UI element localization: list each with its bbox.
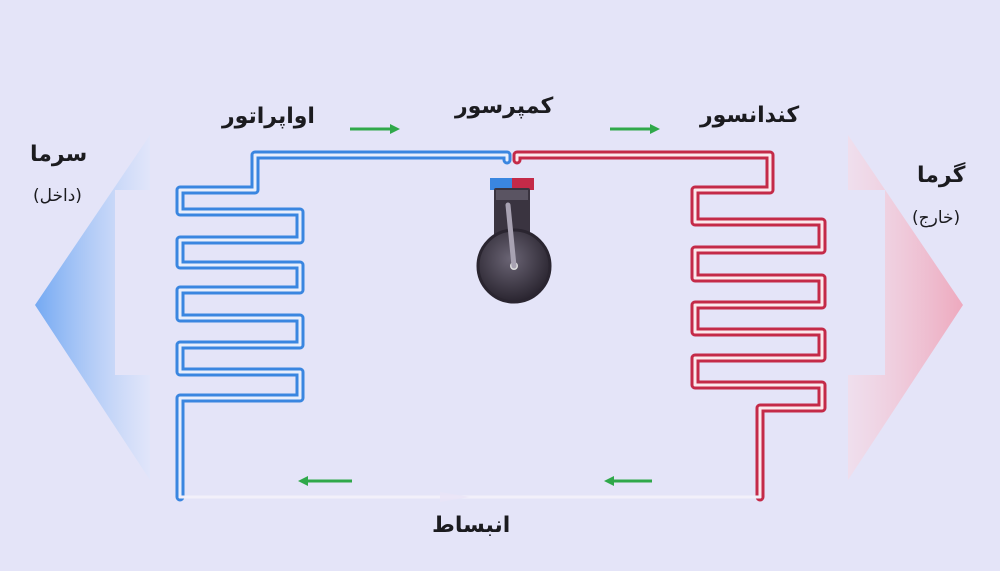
heat-label: گرما xyxy=(917,163,966,188)
flow-arrow-bottom-left xyxy=(298,476,352,486)
evaporator-coil xyxy=(175,150,512,502)
cold-label: سرما xyxy=(30,142,88,167)
heat-direction-arrow xyxy=(848,135,963,480)
compressor-label: کمپرسور xyxy=(455,94,554,119)
expansion-valve xyxy=(440,492,470,502)
flow-arrow-top-left xyxy=(350,124,400,134)
expansion-pipe xyxy=(175,492,765,502)
flow-arrow-bottom-right xyxy=(604,476,652,486)
cold-direction-arrow xyxy=(35,135,150,480)
condenser-coil xyxy=(512,150,827,502)
compressor-icon xyxy=(476,178,552,304)
heat-sublabel: (خارج) xyxy=(912,208,961,228)
cold-sublabel: (داخل) xyxy=(33,186,82,206)
evaporator-label: اواپراتور xyxy=(222,104,315,129)
expansion-label: انبساط xyxy=(432,513,511,538)
condenser-label: کندانسور xyxy=(700,103,800,128)
flow-arrow-top-right xyxy=(610,124,660,134)
